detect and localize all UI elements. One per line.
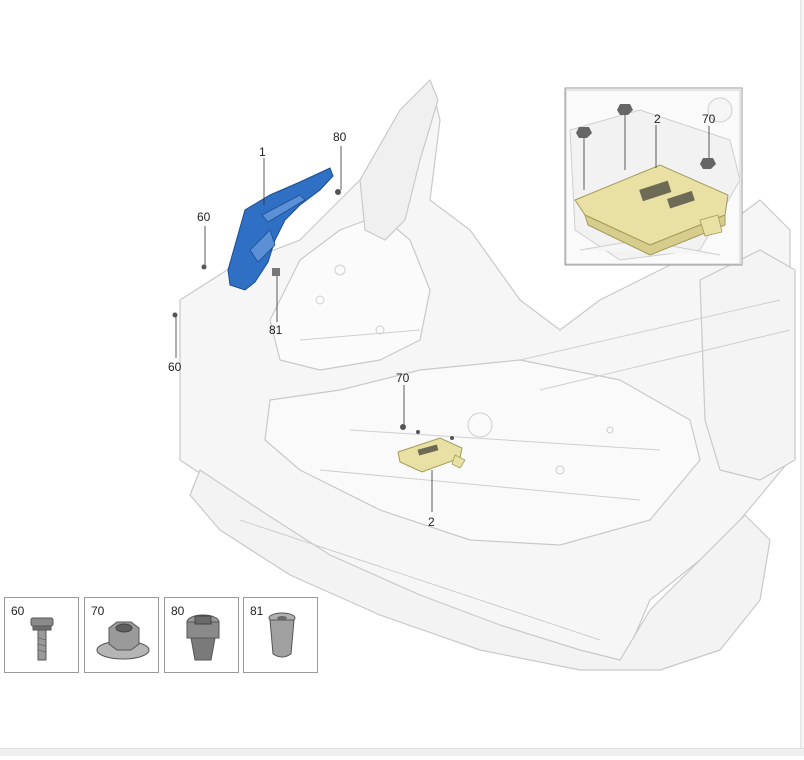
legend-label: 60 <box>11 604 25 618</box>
callout-part-60-upper: 60 <box>197 210 211 224</box>
callout-part-2: 2 <box>428 515 435 529</box>
highlighted-bracket-part <box>227 167 334 291</box>
hex-nut-icon <box>96 621 150 660</box>
legend-label: 80 <box>171 604 185 618</box>
callout-part-70: 70 <box>396 371 410 385</box>
bolt-icon <box>30 617 54 661</box>
legend-item-60: 60 <box>4 597 79 673</box>
control-module-main <box>397 437 466 473</box>
legend-label: 70 <box>91 604 105 618</box>
callout-part-80: 80 <box>333 130 347 144</box>
horizontal-scrollbar[interactable] <box>0 748 804 756</box>
legend-item-81: 81 <box>243 597 318 673</box>
legend-item-70: 70 <box>84 597 159 673</box>
inset-detail <box>564 87 743 266</box>
callout-part-81: 81 <box>269 323 283 337</box>
scrollbar-track[interactable] <box>800 0 804 748</box>
sleeve-icon <box>268 612 296 658</box>
inset-callout-part-70: 70 <box>702 112 716 126</box>
legend-label: 81 <box>250 604 264 618</box>
legend-item-80: 80 <box>164 597 239 673</box>
clip-nut-icon <box>186 614 220 661</box>
callout-part-1: 1 <box>259 145 266 159</box>
callout-part-60-lower: 60 <box>168 360 182 374</box>
inset-callout-part-2: 2 <box>654 112 661 126</box>
